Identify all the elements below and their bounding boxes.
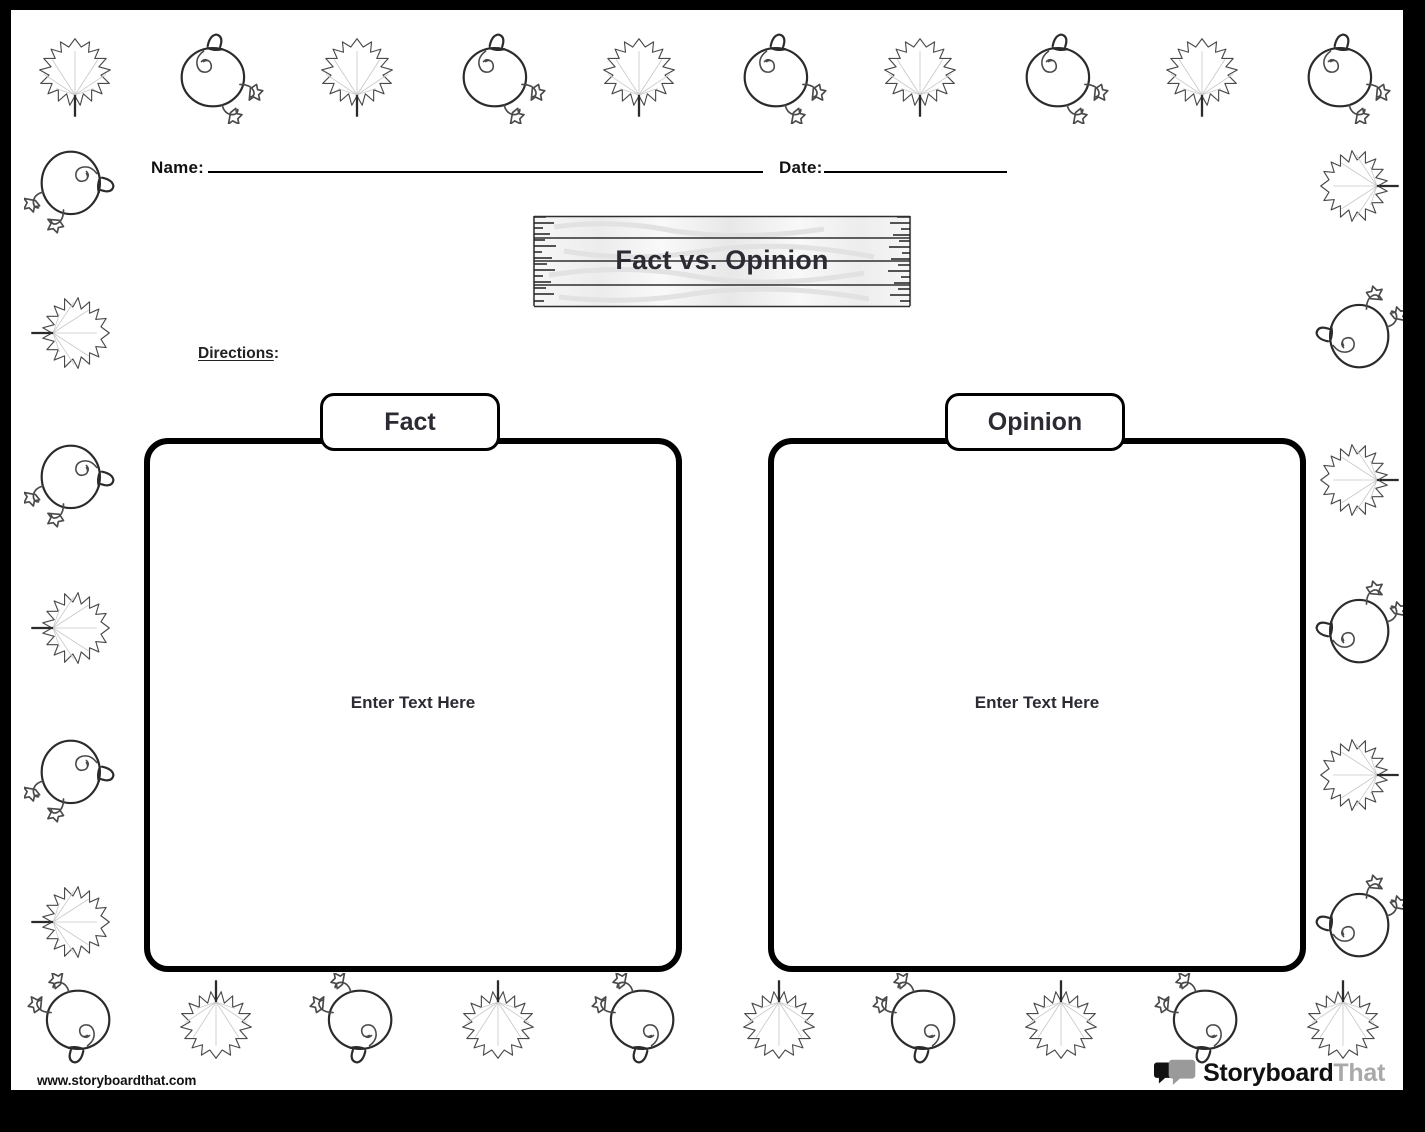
maple-leaf-icon — [23, 20, 127, 124]
maple-leaf-icon — [24, 281, 128, 385]
footer-url[interactable]: www.storyboardthat.com — [37, 1073, 197, 1088]
border-decoration-top — [23, 12, 1395, 132]
name-label: Name: — [151, 158, 204, 177]
directions-row: Directions: — [198, 345, 279, 363]
storyboardthat-logo[interactable]: StoryboardThat — [1154, 1058, 1385, 1088]
directions-label: Directions — [198, 345, 274, 362]
fact-label-tab: Fact — [320, 393, 500, 451]
pumpkin-icon — [1302, 281, 1403, 385]
name-input[interactable] — [207, 170, 763, 173]
fact-label: Fact — [384, 407, 436, 436]
border-decoration-left — [21, 134, 131, 974]
directions-colon: : — [273, 345, 279, 362]
date-input[interactable] — [824, 170, 1008, 173]
opinion-label: Opinion — [987, 407, 1083, 436]
opinion-label-tab: Opinion — [945, 393, 1125, 451]
pumpkin-icon — [24, 723, 128, 827]
worksheet-sheet: Name: Date: — [11, 10, 1403, 1090]
maple-leaf-icon — [1302, 134, 1403, 238]
pumpkin-icon — [23, 973, 127, 1077]
maple-leaf-icon — [1009, 973, 1113, 1077]
pumpkin-icon — [1009, 20, 1113, 124]
maple-leaf-icon — [1302, 723, 1403, 827]
page-title: Fact vs. Opinion — [615, 244, 829, 275]
maple-leaf-icon — [24, 576, 128, 680]
pumpkin-icon — [164, 20, 268, 124]
opinion-text-placeholder[interactable]: Enter Text Here — [974, 693, 1100, 712]
fact-text-placeholder[interactable]: Enter Text Here — [350, 693, 476, 712]
title-sign: Fact vs. Opinion — [524, 213, 920, 310]
pumpkin-icon — [1302, 576, 1403, 680]
maple-leaf-icon — [446, 973, 550, 1077]
maple-leaf-icon — [164, 973, 268, 1077]
pumpkin-icon — [1302, 870, 1403, 974]
maple-leaf-icon — [1302, 428, 1403, 532]
border-decoration-right — [1299, 134, 1403, 974]
pumpkin-icon — [868, 973, 972, 1077]
maple-leaf-icon — [1150, 20, 1254, 124]
logo-text-secondary: That — [1333, 1058, 1385, 1087]
maple-leaf-icon — [587, 20, 691, 124]
pumpkin-icon — [727, 20, 831, 124]
speech-bubbles-icon — [1154, 1058, 1196, 1088]
opinion-box[interactable] — [768, 438, 1306, 972]
name-date-row: Name: Date: — [151, 158, 1041, 188]
date-label: Date: — [778, 158, 823, 177]
pumpkin-icon — [587, 973, 691, 1077]
pumpkin-icon — [24, 428, 128, 532]
pumpkin-icon — [24, 134, 128, 238]
pumpkin-icon — [1291, 20, 1395, 124]
pumpkin-icon — [305, 973, 409, 1077]
maple-leaf-icon — [24, 870, 128, 974]
maple-leaf-icon — [305, 20, 409, 124]
pumpkin-icon — [446, 20, 550, 124]
maple-leaf-icon — [727, 973, 831, 1077]
maple-leaf-icon — [868, 20, 972, 124]
logo-text-primary: Storyboard — [1203, 1058, 1334, 1087]
